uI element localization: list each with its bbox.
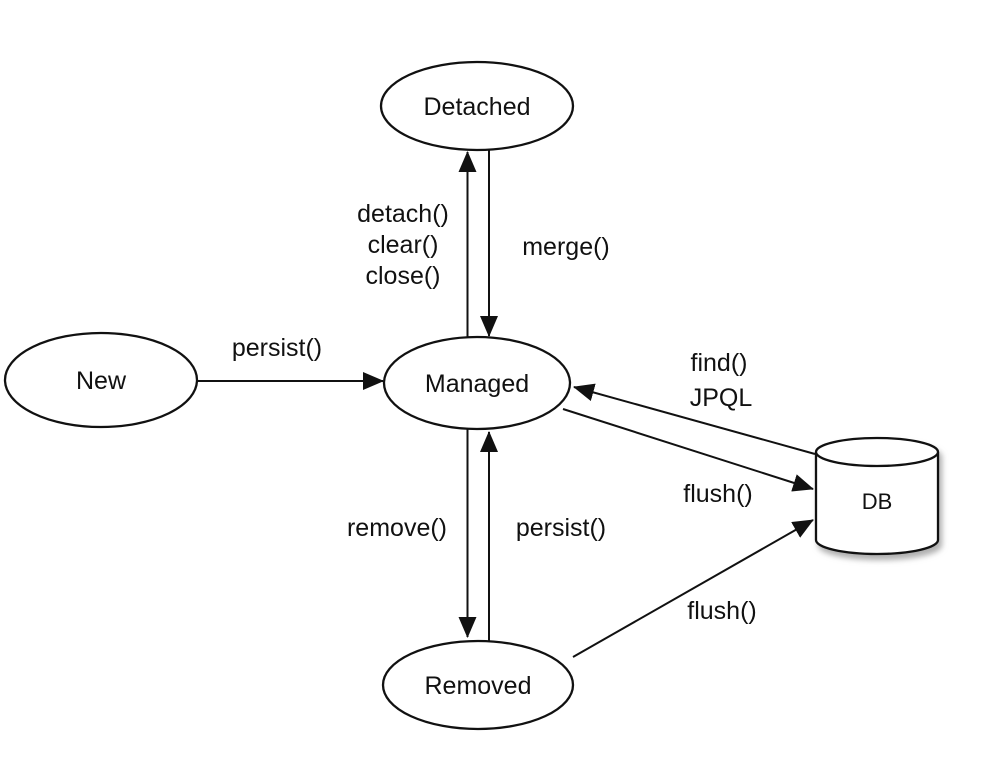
edge-label-remove: remove() — [347, 514, 447, 542]
edge-label-merge: merge() — [522, 233, 610, 261]
node-detached-ellipse — [379, 60, 575, 152]
db-cylinder-top — [814, 436, 940, 468]
edge-label-close: close() — [365, 262, 440, 290]
db-cylinder-body — [814, 452, 940, 556]
node-detached-label: Detached — [423, 93, 530, 121]
node-db-label: DB — [862, 489, 893, 514]
edge-label-flush-upper: flush() — [683, 480, 752, 508]
edge-label-detach: detach() — [357, 200, 449, 228]
node-managed: Managed — [382, 335, 572, 431]
node-removed-label: Removed — [425, 672, 532, 700]
node-removed: Removed — [381, 639, 575, 731]
node-new: New — [3, 331, 199, 429]
edge-db-to-managed — [573, 383, 816, 455]
edge-label-persist-removed: persist() — [516, 514, 606, 542]
edge-managed-to-db — [562, 408, 814, 492]
edge-label-clear: clear() — [368, 231, 439, 259]
node-new-ellipse — [3, 331, 199, 429]
edge-removed-to-db — [572, 519, 814, 658]
edge-label-persist-new: persist() — [232, 334, 322, 362]
edge-label-flush-lower: flush() — [687, 597, 756, 625]
node-new-label: New — [76, 367, 127, 395]
node-db: DB — [814, 436, 940, 556]
node-managed-ellipse — [382, 335, 572, 431]
edge-label-find: find() — [691, 349, 748, 377]
node-removed-ellipse — [381, 639, 575, 731]
edge-label-jpql: JPQL — [690, 384, 753, 412]
node-managed-label: Managed — [425, 370, 529, 398]
node-detached: Detached — [379, 60, 575, 152]
